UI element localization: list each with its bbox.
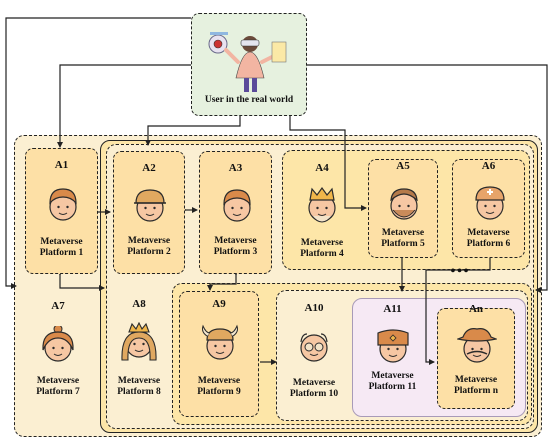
- queen-face-icon: [121, 322, 157, 361]
- viking-face-icon: [202, 324, 238, 360]
- platform-name-line1: Metaverse: [214, 236, 257, 246]
- platform-name-line2: Platform 7: [36, 387, 80, 397]
- king-face-icon: [308, 186, 336, 223]
- platform-id: A7: [51, 300, 65, 312]
- platform-name-line2: Platform 9: [197, 387, 241, 397]
- platform-name-line2: Platform 5: [381, 239, 425, 249]
- soldier-hat-face-icon: [376, 329, 409, 363]
- woman-bun-face-icon: [42, 326, 74, 362]
- platform-name-line1: Metaverse: [292, 378, 336, 388]
- platform-name-line1: Metaverse: [127, 236, 171, 246]
- platform-name-line2: Platform 2: [127, 247, 171, 257]
- connector-a1-down: [57, 270, 105, 291]
- platform-name-line2: Platform n: [453, 386, 499, 396]
- platform-name-line1: Metaverse: [36, 376, 80, 386]
- user-illustration-icon: [208, 32, 287, 92]
- platform-name-line1: Metaverse: [117, 376, 161, 386]
- platform-id: A9: [212, 298, 226, 310]
- cowboy-face-icon: [457, 328, 497, 363]
- platform-id: A4: [315, 162, 329, 174]
- platform-name-line2: Platform 1: [39, 248, 84, 258]
- boy-cap-face-icon: [134, 189, 166, 222]
- platform-name-line2: Platform 4: [300, 249, 344, 259]
- connector-user-to-outer: [5, 17, 191, 289]
- connector-a3-a9: [207, 270, 239, 291]
- platform-name-line1: Metaverse: [197, 376, 241, 386]
- platform-id: A11: [383, 303, 402, 315]
- platform-id: A8: [132, 298, 146, 310]
- platform-name-line1: Metaverse: [300, 238, 344, 248]
- user-label: User in the real world: [204, 95, 294, 105]
- boy-face-icon: [48, 188, 77, 221]
- connector-user-to-a1: [57, 64, 191, 148]
- platform-name-line1: Metaverse: [40, 237, 83, 247]
- platform-name-line2: Platform 3: [213, 247, 258, 257]
- connector-user-to-a2: [145, 116, 241, 146]
- user-box: User in the real world: [191, 13, 307, 116]
- platform-id: A1: [54, 159, 69, 171]
- platform-name-line1: Metaverse: [371, 371, 414, 381]
- boy-face-icon: [222, 189, 251, 222]
- platform-name-line2: Platform 8: [117, 387, 161, 397]
- old-man-glasses-face-icon: [300, 333, 328, 362]
- platform-name-line1: Metaverse: [381, 228, 425, 238]
- connector-a6-an: [425, 258, 491, 365]
- connector-user-to-right: [307, 64, 548, 293]
- platform-name-line2: Platform 10: [289, 389, 339, 399]
- platform-name-line1: Metaverse: [454, 375, 498, 385]
- medic-face-icon: [474, 186, 505, 220]
- connector-user-to-a5: [289, 116, 367, 211]
- platform-id: A2: [142, 162, 156, 174]
- platform-name-line1: Metaverse: [467, 228, 510, 238]
- platform-id: A10: [304, 302, 324, 314]
- platform-id: A6: [481, 160, 496, 172]
- ellipsis: •••: [450, 263, 470, 280]
- platform-id: A3: [228, 162, 243, 174]
- platform-id: A5: [396, 160, 410, 172]
- platform-name-line2: Platform 11: [368, 382, 417, 392]
- platform-name-line2: Platform 6: [466, 239, 511, 249]
- platform-id: An: [468, 303, 484, 315]
- bearded-man-face-icon: [390, 188, 418, 220]
